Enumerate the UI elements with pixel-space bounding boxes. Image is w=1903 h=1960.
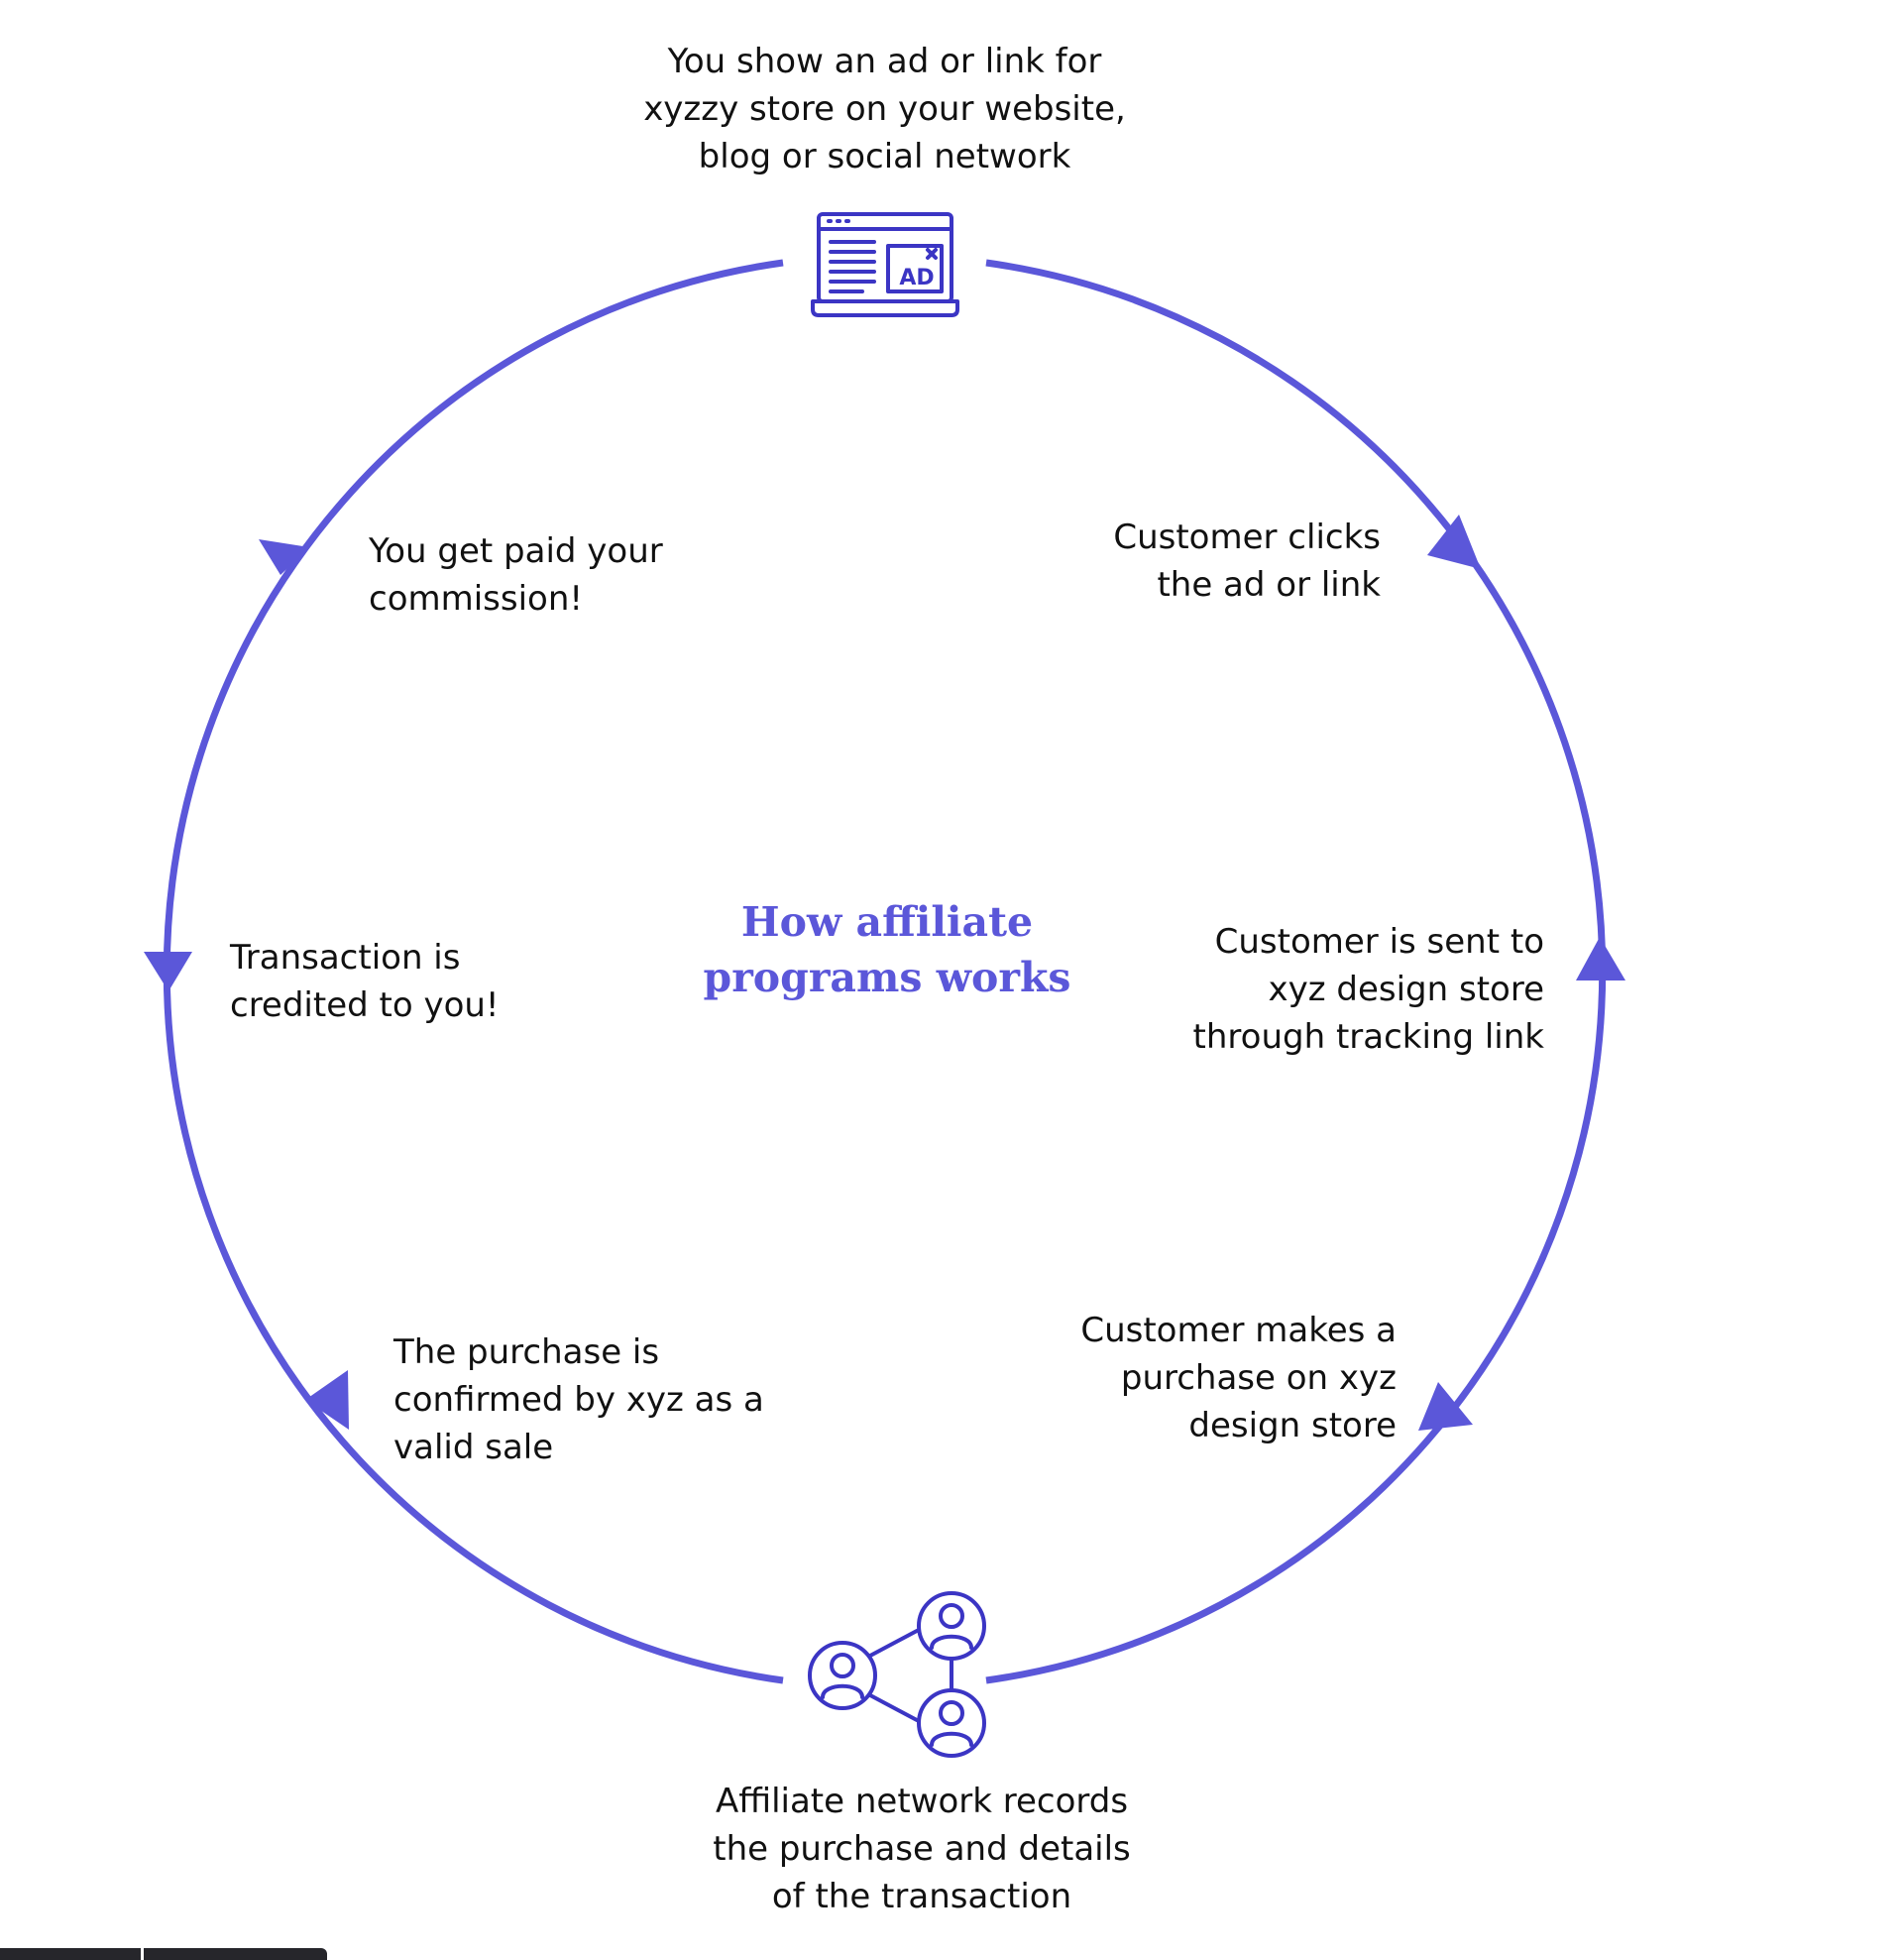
direction-arrow xyxy=(1427,515,1481,569)
direction-arrow xyxy=(1418,1382,1473,1431)
step-text-line: valid sale xyxy=(393,1428,554,1467)
step-network-records: Affiliate network records the purchase a… xyxy=(674,1778,1170,1920)
direction-arrow xyxy=(259,539,309,575)
step-text-line: Customer is sent to xyxy=(1214,922,1544,962)
user-node-icon xyxy=(917,1591,986,1661)
title-line: How affiliate xyxy=(740,898,1034,946)
step-text-line: xyz design store xyxy=(1268,970,1545,1009)
user-network-icon xyxy=(808,1591,986,1758)
step-text-line: the ad or link xyxy=(1157,565,1381,605)
step-text-line: the purchase and details xyxy=(713,1829,1131,1869)
step-text-line: You show an ad or link for xyxy=(667,42,1102,81)
step-text-line: xyzzy store on your website, xyxy=(643,89,1126,129)
step-text-line: Customer makes a xyxy=(1080,1311,1397,1350)
step-text-line: of the transaction xyxy=(771,1877,1072,1916)
bottom-bar-divider xyxy=(141,1948,144,1960)
step-text-line: credited to you! xyxy=(230,985,500,1025)
step-customer-clicks: Customer clicks the ad or link xyxy=(1031,514,1381,609)
step-text-line: Customer clicks xyxy=(1113,518,1381,557)
step-text-line: commission! xyxy=(369,579,584,619)
step-text-line: Transaction is xyxy=(230,938,461,978)
title-line: programs works xyxy=(703,954,1071,1001)
ad-monitor-icon xyxy=(811,212,959,317)
step-get-paid: You get paid your commission! xyxy=(369,527,755,623)
direction-arrow xyxy=(305,1370,349,1430)
step-text-line: You get paid your xyxy=(369,531,663,571)
step-purchase-confirmed: The purchase is confirmed by xyz as a va… xyxy=(393,1328,810,1471)
step-transaction-credited: Transaction is credited to you! xyxy=(230,934,587,1029)
step-text-line: The purchase is xyxy=(393,1332,660,1372)
step-text-line: purchase on xyz xyxy=(1120,1358,1397,1398)
diagram-title: How affiliate programs works xyxy=(605,894,1170,1005)
step-show-ad: You show an ad or link for xyzzy store o… xyxy=(615,38,1155,180)
step-customer-purchase: Customer makes a purchase on xyz design … xyxy=(1041,1307,1397,1449)
bottom-bar xyxy=(0,1948,327,1960)
step-customer-sent: Customer is sent to xyz design store thr… xyxy=(1150,918,1544,1061)
step-text-line: Affiliate network records xyxy=(715,1782,1129,1821)
step-text-line: through tracking link xyxy=(1192,1017,1544,1057)
direction-arrow xyxy=(1576,937,1625,980)
step-text-line: design store xyxy=(1188,1406,1397,1445)
user-node-icon xyxy=(917,1688,986,1758)
ad-label: AD xyxy=(899,266,934,290)
direction-arrow xyxy=(144,952,192,991)
user-node-icon xyxy=(808,1641,877,1710)
step-text-line: blog or social network xyxy=(698,137,1071,176)
step-text-line: confirmed by xyz as a xyxy=(393,1380,764,1420)
